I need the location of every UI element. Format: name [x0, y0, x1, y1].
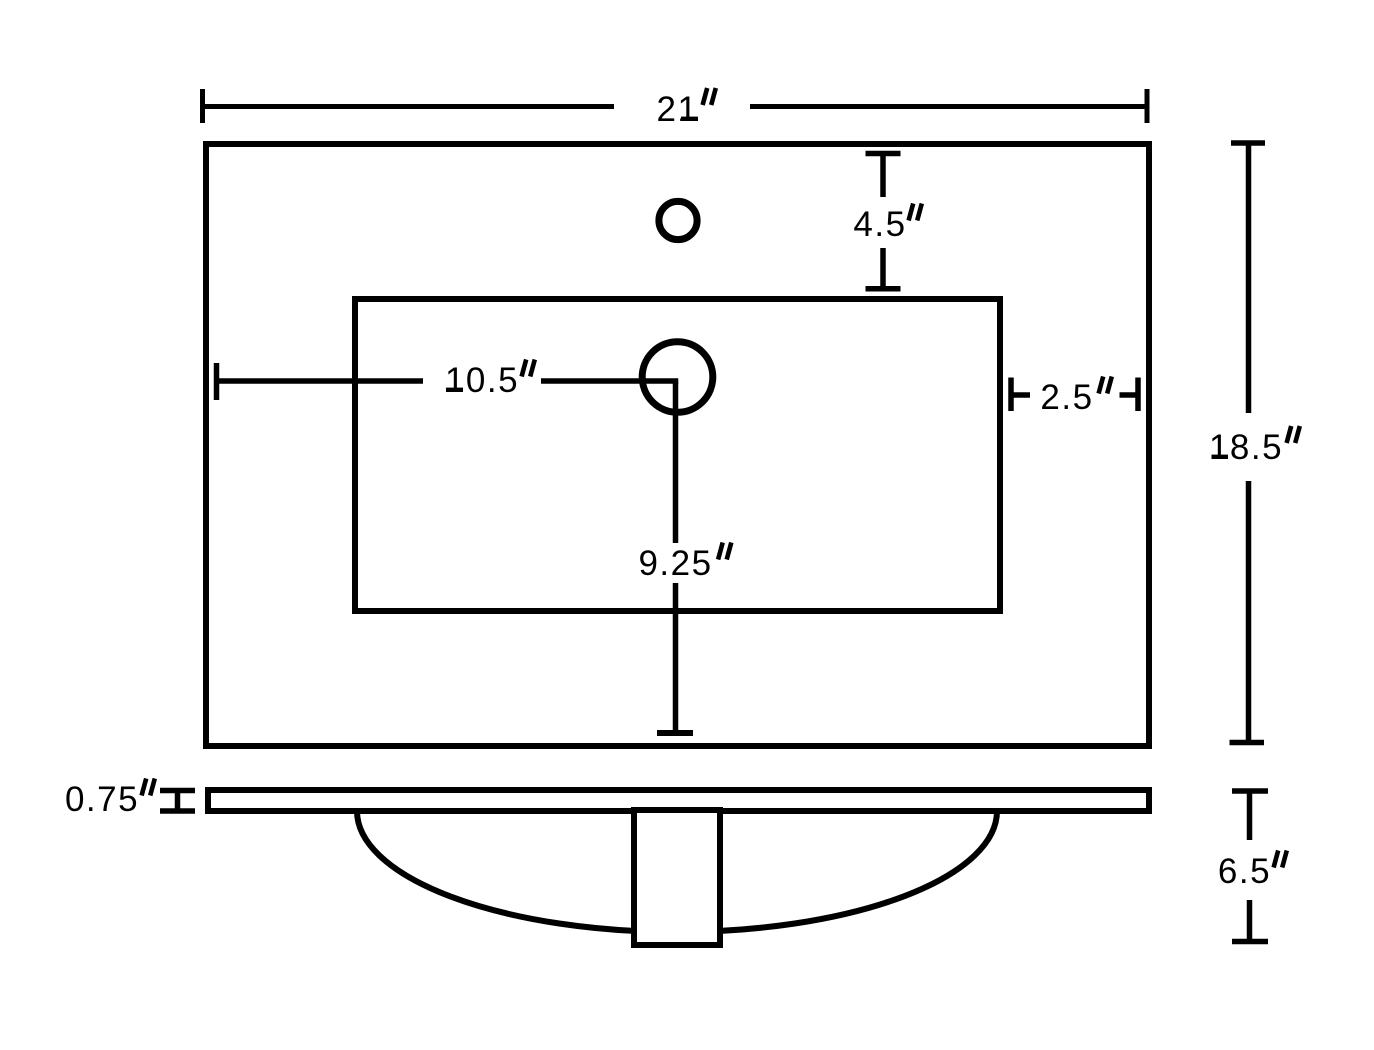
svg-text:10.5: 10.5: [445, 361, 519, 400]
svg-text:21: 21: [657, 90, 699, 129]
svg-text:18.5: 18.5: [1209, 428, 1283, 467]
svg-text:2.5: 2.5: [1040, 378, 1093, 417]
svg-text:9.25: 9.25: [638, 544, 712, 583]
svg-text:4.5: 4.5: [853, 205, 906, 244]
svg-text:0.75: 0.75: [65, 780, 139, 819]
svg-text:6.5: 6.5: [1218, 852, 1271, 891]
